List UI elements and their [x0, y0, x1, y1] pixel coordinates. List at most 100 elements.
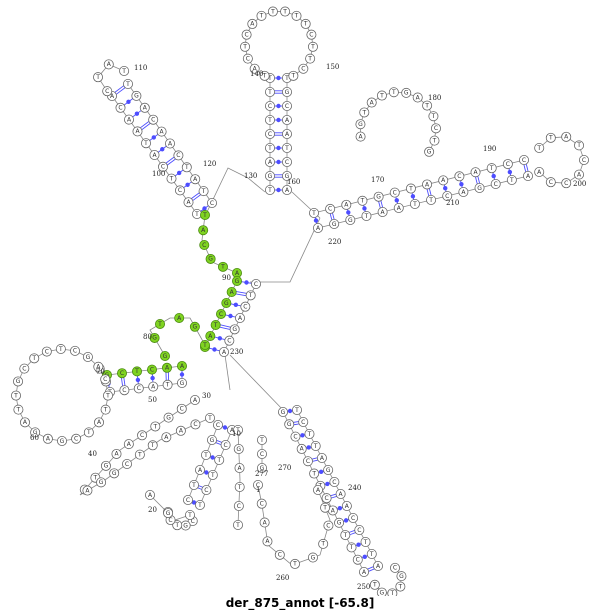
nucleotide-node: T: [305, 53, 316, 64]
svg-text:C: C: [223, 442, 227, 449]
nucleotide-node: A: [234, 312, 245, 323]
svg-text:A: A: [526, 173, 531, 180]
position-label: 230: [230, 348, 243, 356]
svg-text:T: T: [576, 142, 581, 149]
nucleotide-node: G: [376, 587, 387, 596]
nucleotide-node: C: [41, 346, 52, 357]
base-pair-line: [220, 324, 231, 328]
nucleotide-node: G: [131, 90, 142, 101]
nucleotide-node: G: [231, 275, 242, 286]
svg-text:A: A: [316, 225, 321, 232]
nucleotide-node: A: [124, 114, 135, 125]
svg-text:C: C: [178, 187, 182, 194]
nucleotide-node: G: [163, 508, 174, 519]
svg-text:T: T: [95, 74, 100, 81]
base-pair-line: [140, 121, 150, 129]
base-pair-line: [475, 176, 478, 184]
nucleotide-node: C: [224, 335, 235, 346]
nucleotide-node: G: [281, 170, 292, 181]
position-label: 260: [276, 574, 289, 582]
nucleotide-node: A: [226, 286, 237, 297]
svg-text:T: T: [311, 210, 316, 217]
position-label: 10: [232, 430, 241, 438]
svg-text:C: C: [434, 125, 438, 132]
svg-text:C: C: [103, 376, 107, 383]
nucleotide-node: C: [206, 197, 217, 208]
nucleotide-node: T: [486, 163, 497, 174]
nucleotide-node: T: [405, 183, 416, 194]
nucleotide-node: A: [19, 417, 30, 428]
base-pair-line: [167, 158, 176, 166]
nucleotide-node: C: [182, 494, 193, 505]
nucleotide-node: A: [561, 131, 572, 142]
svg-text:C: C: [306, 458, 310, 465]
svg-text:A: A: [425, 181, 430, 188]
svg-text:T: T: [143, 140, 148, 147]
svg-text:C: C: [357, 527, 361, 534]
nucleotide-node: C: [173, 150, 184, 161]
nucleotide-node: C: [233, 501, 244, 512]
nucleotide-node: A: [132, 126, 143, 137]
nucleotide-node: T: [574, 140, 585, 151]
svg-text:T: T: [294, 407, 299, 414]
base-pair-line: [312, 457, 318, 460]
position-label: 1: [256, 486, 260, 494]
nucleotide-node: A: [341, 500, 352, 511]
nucleotide-node: T: [388, 87, 399, 98]
nucleotide-node: T: [11, 390, 22, 401]
base-pair-line: [198, 485, 203, 488]
position-label: 70: [96, 368, 105, 376]
svg-text:C: C: [256, 482, 260, 489]
svg-text:A: A: [208, 333, 213, 340]
nucleotide-node: T: [280, 6, 291, 17]
base-pair-dot: [410, 194, 416, 199]
svg-text:G: G: [236, 446, 241, 453]
nucleotide-node: T: [264, 115, 275, 126]
svg-text:T: T: [284, 145, 289, 152]
svg-text:G: G: [427, 149, 432, 156]
nucleotide-node: A: [523, 170, 534, 181]
svg-text:T: T: [184, 164, 189, 171]
nucleotide-node: A: [366, 97, 377, 108]
base-pair-line: [215, 442, 222, 445]
nucleotide-node: G: [256, 462, 267, 473]
svg-text:A: A: [300, 446, 305, 453]
svg-text:T: T: [213, 322, 218, 329]
nucleotide-node: T: [204, 412, 215, 423]
nucleotide-node: C: [264, 128, 275, 139]
svg-text:T: T: [220, 264, 225, 271]
nucleotide-node: T: [291, 10, 302, 21]
nucleotide-node: C: [281, 156, 292, 167]
base-pair-dot: [244, 280, 249, 285]
svg-text:A: A: [370, 99, 375, 106]
backbone-line: [206, 167, 266, 213]
svg-text:G: G: [287, 421, 292, 428]
nucleotide-node: T: [309, 468, 320, 479]
svg-text:T: T: [169, 175, 174, 182]
nucleotide-node: C: [290, 431, 301, 442]
nucleotide-node: T: [288, 70, 299, 81]
nucleotide-node: T: [29, 353, 40, 364]
base-pair-line: [523, 164, 527, 172]
base-pair-line: [368, 568, 375, 572]
position-label: 130: [244, 172, 257, 180]
svg-text:G: G: [16, 378, 21, 385]
svg-text:C: C: [278, 552, 282, 559]
svg-text:A: A: [397, 205, 402, 212]
base-pair-dot: [346, 210, 351, 215]
nucleotide-node: C: [306, 29, 317, 40]
nucleotide-node: T: [369, 579, 380, 590]
nucleotide-node: C: [250, 278, 261, 289]
base-pair-line: [165, 156, 175, 164]
nucleotide-node: C: [298, 63, 309, 74]
svg-text:C: C: [186, 497, 190, 504]
svg-text:C: C: [522, 157, 526, 164]
nucleotide-node: A: [123, 439, 134, 450]
svg-text:G: G: [152, 335, 157, 342]
svg-text:T: T: [361, 109, 366, 116]
nucleotide-node: T: [310, 440, 321, 451]
nucleotide-node: C: [298, 416, 309, 427]
base-pair-line: [216, 440, 222, 443]
